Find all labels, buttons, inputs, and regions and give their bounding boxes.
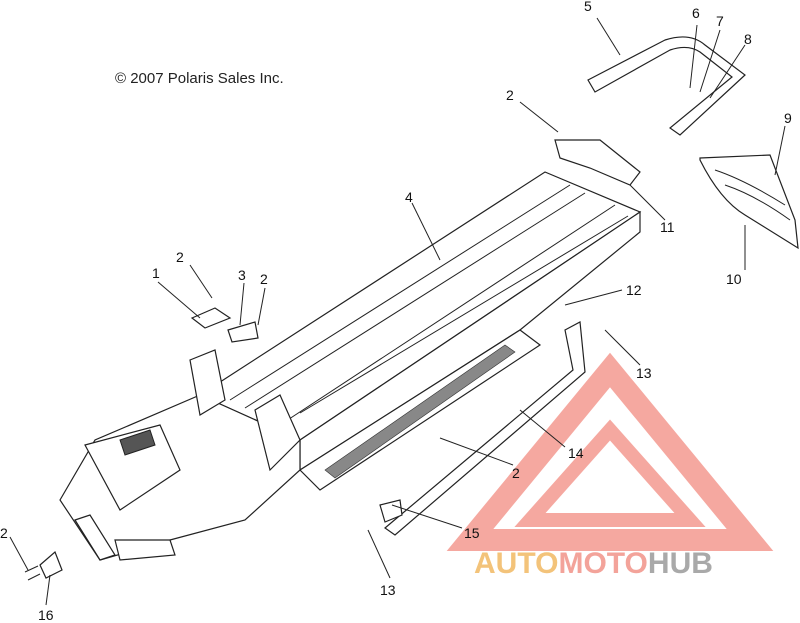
rear-bracket (554, 139, 641, 186)
callout-8: 8 (744, 31, 752, 47)
watermark-text: AUTOMOTOHUB (474, 547, 713, 580)
callout-12: 12 (626, 282, 642, 298)
rear-bumper-rod (379, 321, 586, 536)
callout-2-rear: 2 (506, 87, 514, 103)
callout-7: 7 (716, 13, 724, 29)
callout-11: 11 (660, 219, 675, 235)
callout-13-right: 13 (636, 365, 652, 381)
callout-2-top: 2 (176, 249, 184, 265)
front-brackets (190, 307, 259, 343)
callout-13-bottom: 13 (380, 582, 396, 598)
svg-text:AUTOMOTOHUB: AUTOMOTOHUB (474, 547, 713, 580)
rear-grab-handle (587, 36, 746, 136)
copyright-notice: © 2007 Polaris Sales Inc. (115, 70, 284, 87)
tunnel-assembly (59, 171, 642, 561)
callout-2-mid: 2 (260, 271, 268, 287)
snow-flap (699, 154, 799, 250)
watermark-logo (446, 352, 774, 551)
callout-2-left: 2 (0, 525, 8, 541)
callout-10: 10 (726, 271, 742, 287)
watermark-moto: MOTO (558, 547, 647, 580)
watermark-hub: HUB (648, 547, 713, 580)
leader-lines (9, 17, 786, 606)
watermark-auto: AUTO (474, 547, 558, 580)
callout-1: 1 (152, 265, 160, 281)
callout-2-lower: 2 (512, 465, 520, 481)
callout-15: 15 (464, 525, 480, 541)
callout-14: 14 (568, 445, 584, 461)
callout-16: 16 (38, 607, 54, 623)
front-tow-bracket (24, 550, 63, 581)
callout-5: 5 (584, 0, 592, 14)
callout-6: 6 (692, 5, 700, 21)
callout-9: 9 (784, 110, 792, 126)
callout-3: 3 (238, 267, 246, 283)
callout-4: 4 (405, 189, 413, 205)
